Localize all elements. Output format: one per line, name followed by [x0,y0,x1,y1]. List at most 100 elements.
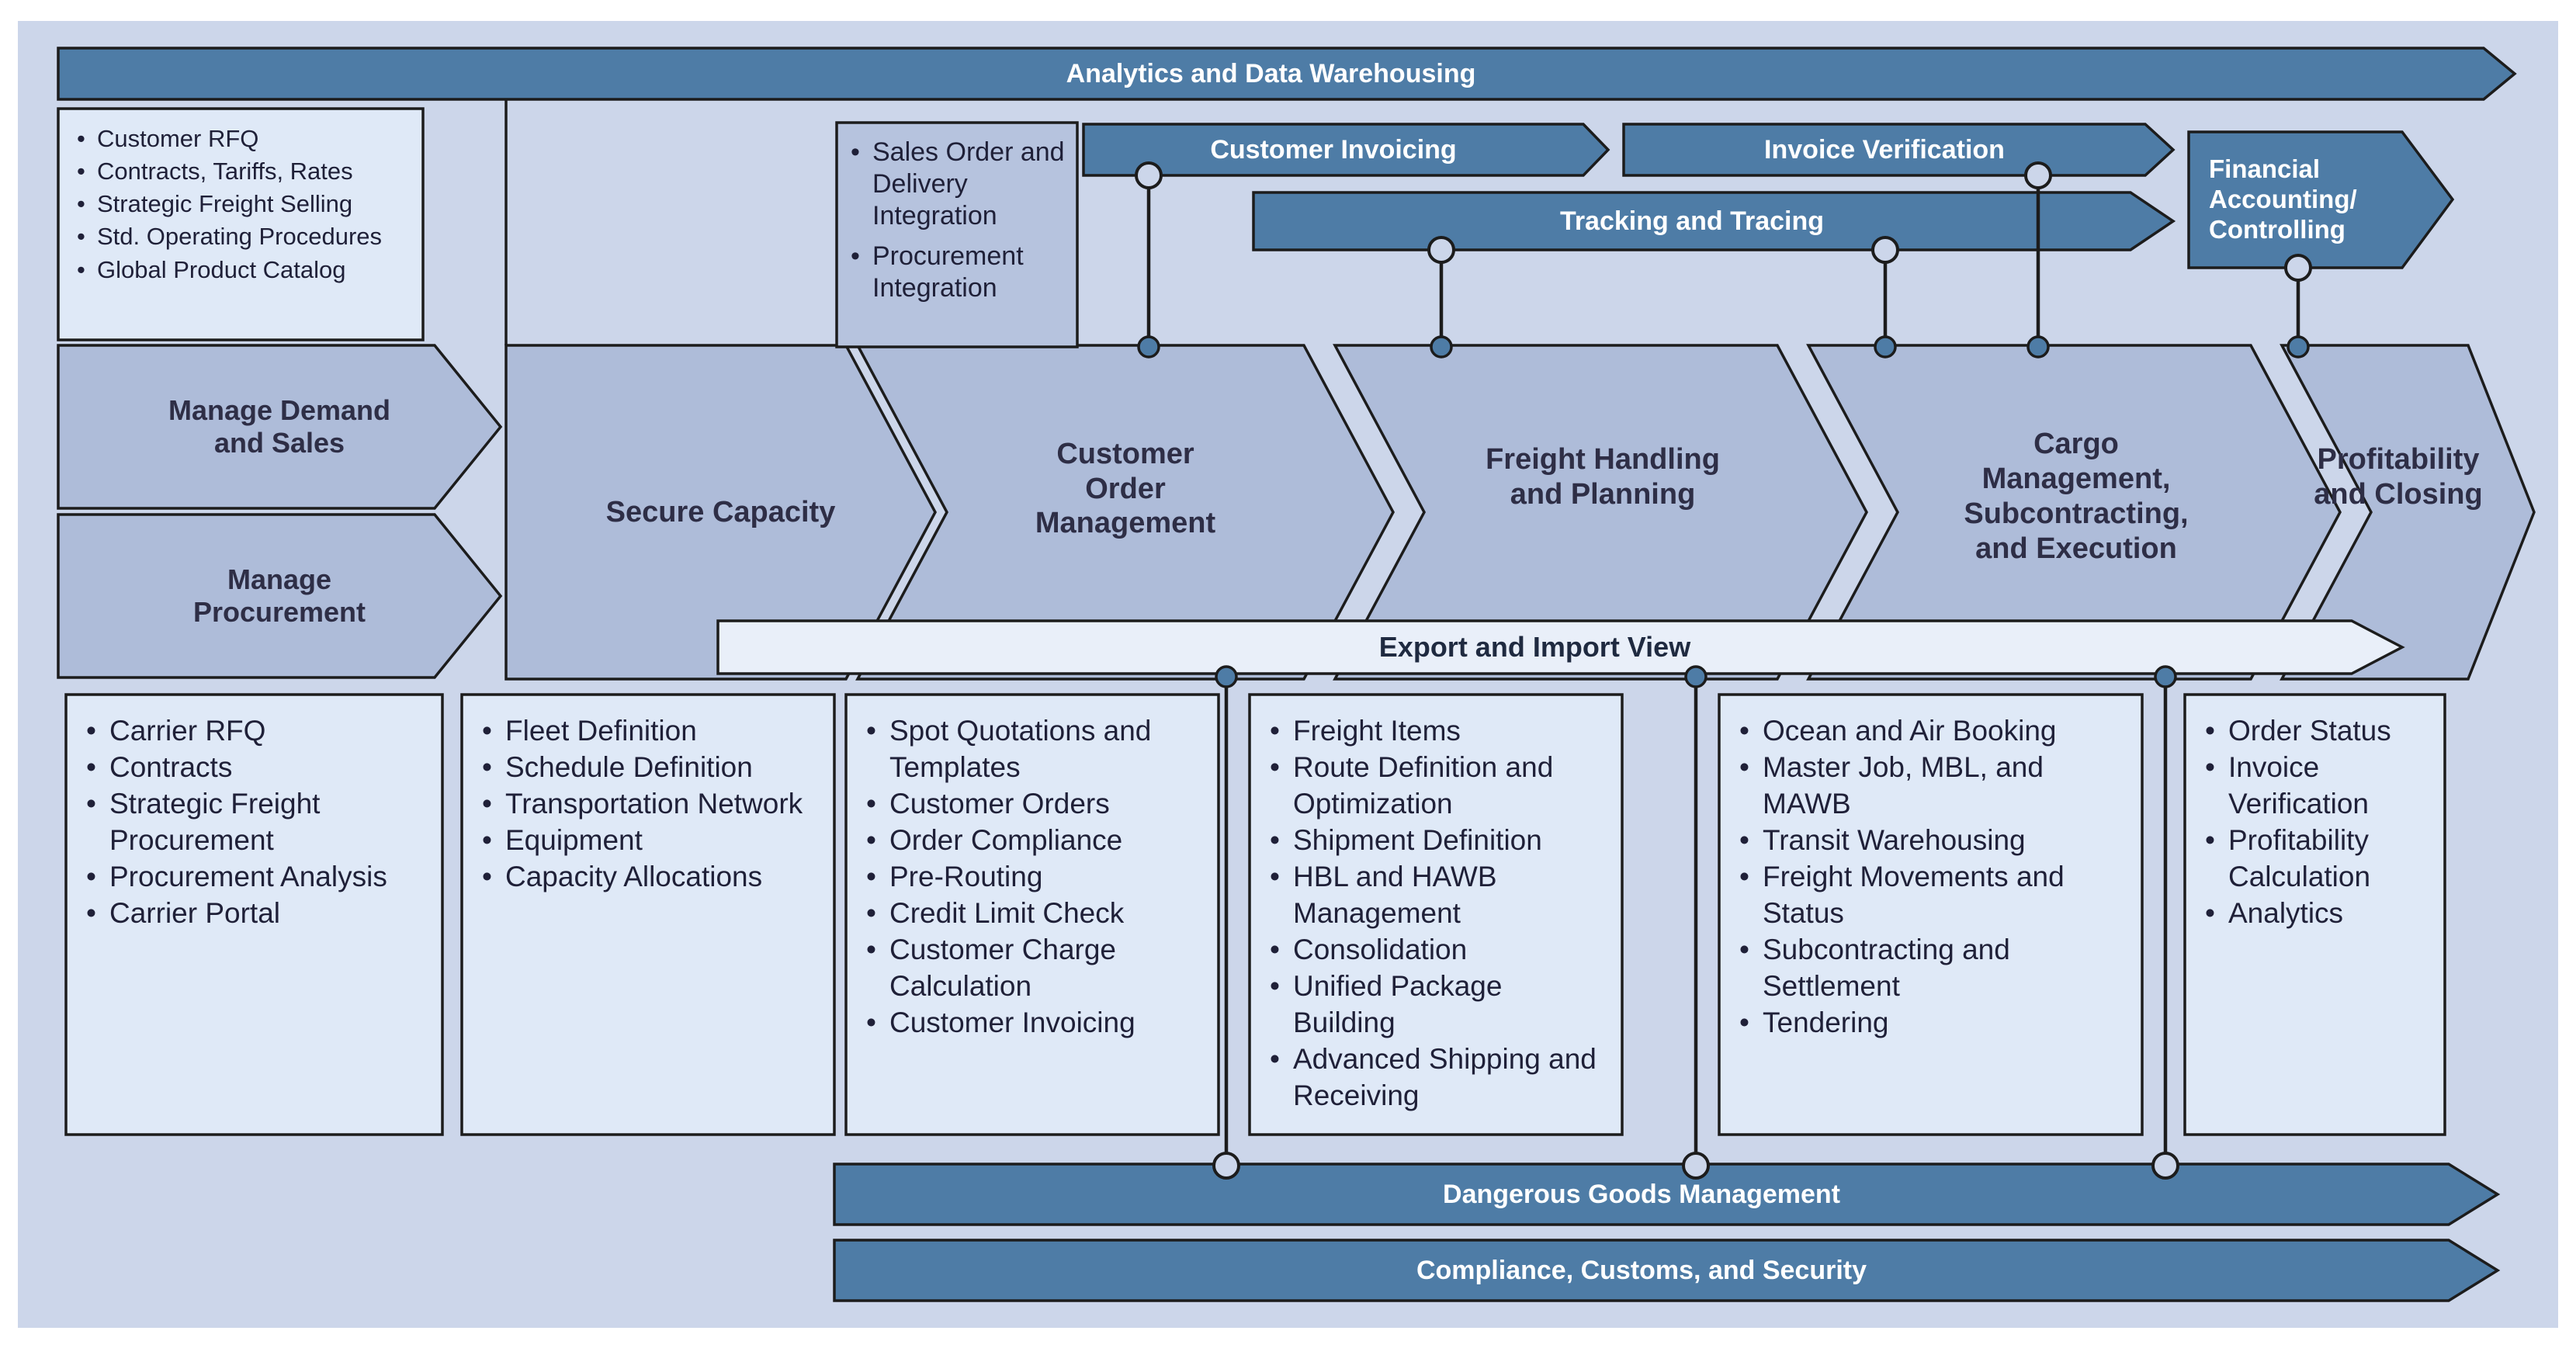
list-item: •Contracts [86,750,427,786]
connector-dot [1430,335,1453,359]
list-item: •Advanced Shipping and Receiving [1270,1042,1597,1111]
list-item: •Strategic Freight Selling [77,188,411,220]
demand-sales-topics-box [57,107,425,341]
bullet-icon: • [1739,1006,1749,1038]
export-import-view-arrow [716,619,2405,675]
profitability-topics-box [2183,693,2446,1136]
bullet-icon: • [77,158,85,185]
bullet-icon: • [1739,933,1749,965]
list-item: •Freight Items [1270,713,1607,750]
list-item: •Transportation Network [482,786,819,823]
manage-demand-sales-label: Manage Demand and Sales [168,393,391,459]
manage-demand-sales-chevron [57,344,503,510]
connector-ring [1212,1152,1240,1180]
list-item: •Carrier Portal [86,896,427,932]
list-item: •Unified Package Building [1270,969,1503,1038]
list-item: •Tendering [1739,1005,2127,1041]
compliance-customs-arrow [833,1239,2501,1302]
customer-order-topics-box [844,693,1220,1136]
freight-handling-planning-chevron [1333,344,1868,681]
customer-order-topics-list: •Spot Quotations and Templates •Customer… [846,695,1219,1135]
bullet-icon: • [86,860,96,892]
bullet-icon: • [1270,750,1280,783]
list-item: •Contracts, Tariffs, Rates [77,155,411,188]
bullet-icon: • [86,787,96,820]
compliance-customs-label: Compliance, Customs, and Security [1416,1255,1867,1285]
list-item: •Master Job, MBL, and MAWB [1739,750,2044,820]
connector-dot [1684,665,1708,688]
list-item: •Schedule Definition [482,750,819,786]
bullet-icon: • [77,190,85,218]
list-item: •Procurement Analysis [86,859,427,896]
bullet-icon: • [866,860,876,892]
tracking-tracing-arrow [1252,191,2176,251]
bullet-icon: • [866,823,876,856]
list-item: •Spot Quotations and Templates [866,715,1152,783]
freight-handling-topics-list: •Freight Items •Route Definition and Opt… [1250,695,1622,1135]
bullet-icon: • [1739,750,1749,783]
list-item: •Invoice Verification [2205,750,2369,820]
list-item: •Transit Warehousing [1739,823,2127,859]
dangerous-goods-arrow [833,1163,2501,1226]
bullet-icon: • [77,223,85,251]
bullet-icon: • [1270,933,1280,965]
freight-handling-planning-label: Freight Handling and Planning [1486,443,1720,511]
connector-dot [1137,335,1160,359]
customer-invoicing-arrow [1082,123,1610,177]
list-item: •Equipment [482,823,819,859]
bullet-icon: • [2205,896,2215,929]
analytics-banner-arrow [57,47,2517,101]
manage-procurement-chevron [57,513,503,679]
financial-accounting-label: Financial Accounting/ Controlling [2209,154,2357,244]
list-item: •Customer Orders [866,786,1203,823]
list-item: •Strategic Freight Procurement [86,787,321,856]
list-item: •Procurement Integration [851,241,1024,303]
list-item: •Capacity Allocations [482,859,819,896]
financial-accounting-arrow [2187,130,2455,269]
bullet-icon: • [482,715,492,747]
bullet-icon: • [482,823,492,856]
connector-ring [2284,254,2312,282]
list-item: •HBL and HAWB Management [1270,860,1497,929]
bullet-icon: • [866,787,876,820]
integration-topics-list: •Sales Order and Delivery Integration •P… [837,123,1077,347]
bullet-icon: • [482,860,492,892]
demand-sales-topics-list: •Customer RFQ •Contracts, Tariffs, Rates… [58,109,423,340]
bullet-icon: • [1270,860,1280,892]
list-item: •Fleet Definition [482,713,819,750]
list-item: •Order Status [2205,713,2429,750]
bullet-icon: • [1739,860,1749,892]
list-item: •Freight Movements and Status [1739,860,2065,929]
connector-ring [2151,1152,2179,1180]
upper-connectors [1135,161,2312,359]
lower-connectors [1212,665,2179,1180]
list-item: •Customer Invoicing [866,1005,1203,1041]
cargo-management-chevron [1806,344,2342,681]
tracking-tracing-label: Tracking and Tracing [1559,206,1825,236]
list-item: •Std. Operating Procedures [77,220,411,253]
bullet-icon: • [851,241,860,272]
freight-handling-topics-box [1248,693,1624,1136]
bullet-icon: • [1739,823,1749,856]
bullet-icon: • [77,255,85,283]
connector-dot [1215,665,1238,688]
connector-ring [1871,236,1899,264]
bullet-icon: • [1739,715,1749,747]
secure-capacity-topics-box [460,693,836,1136]
procurement-topics-box [64,693,444,1136]
connector-ring [2024,161,2052,189]
profitability-topics-list: •Order Status •Invoice Verification •Pro… [2185,695,2445,1135]
connector-dot [2026,335,2050,359]
dangerous-goods-label: Dangerous Goods Management [1443,1179,1840,1209]
bullet-icon: • [851,137,860,167]
bullet-icon: • [86,715,96,747]
list-item: •Pre-Routing [866,859,1203,896]
list-item: •Subcontracting and Settlement [1739,933,2010,1002]
bullet-icon: • [866,933,876,965]
list-item: •Profitability Calculation [2205,823,2371,892]
customer-invoicing-label: Customer Invoicing [1210,134,1457,165]
bullet-icon: • [77,125,85,152]
list-item: •Sales Order and Delivery Integration [851,137,1065,230]
